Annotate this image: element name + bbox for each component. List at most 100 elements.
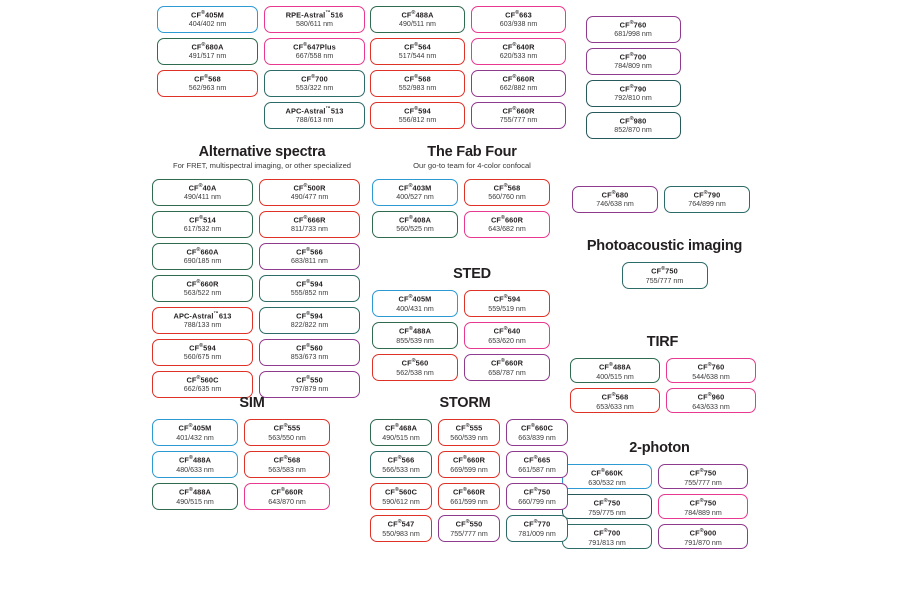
trademark-symbol: ®	[629, 20, 634, 26]
dye-chip-name: CF®488A	[398, 326, 432, 336]
dye-chip-code: 660A	[200, 247, 219, 257]
dye-chip-wavelengths: 490/515 nm	[176, 497, 214, 506]
dye-chip-name: CF®750	[523, 487, 551, 497]
trademark-symbol: ®	[533, 487, 538, 494]
dye-chip-code: 750	[607, 498, 621, 508]
dye-chip-code: 647Plus	[307, 42, 336, 52]
dye-chip-code: 566	[401, 455, 415, 465]
dye-chip-code: 900	[703, 528, 717, 538]
dye-chip-name: CF®568	[601, 392, 629, 402]
dye-chip-wavelengths: 855/539 nm	[396, 336, 434, 345]
dye-chip-code: 550	[310, 375, 323, 385]
dye-chip-name: CF®560C	[384, 487, 418, 497]
dye-chip-code: 560C	[398, 487, 418, 497]
dye-chip-name: CF®405M	[191, 10, 224, 20]
dye-chip-name: CF®568	[493, 182, 521, 193]
dye-chip-code: 660R	[284, 487, 304, 497]
trademark-symbol: ®	[512, 74, 517, 80]
dye-chip-code: 40A	[202, 183, 217, 193]
trademark-symbol: ®	[196, 374, 201, 381]
trademark-symbol: ®	[503, 326, 508, 333]
dye-chip-name: CF®408A	[398, 214, 432, 225]
